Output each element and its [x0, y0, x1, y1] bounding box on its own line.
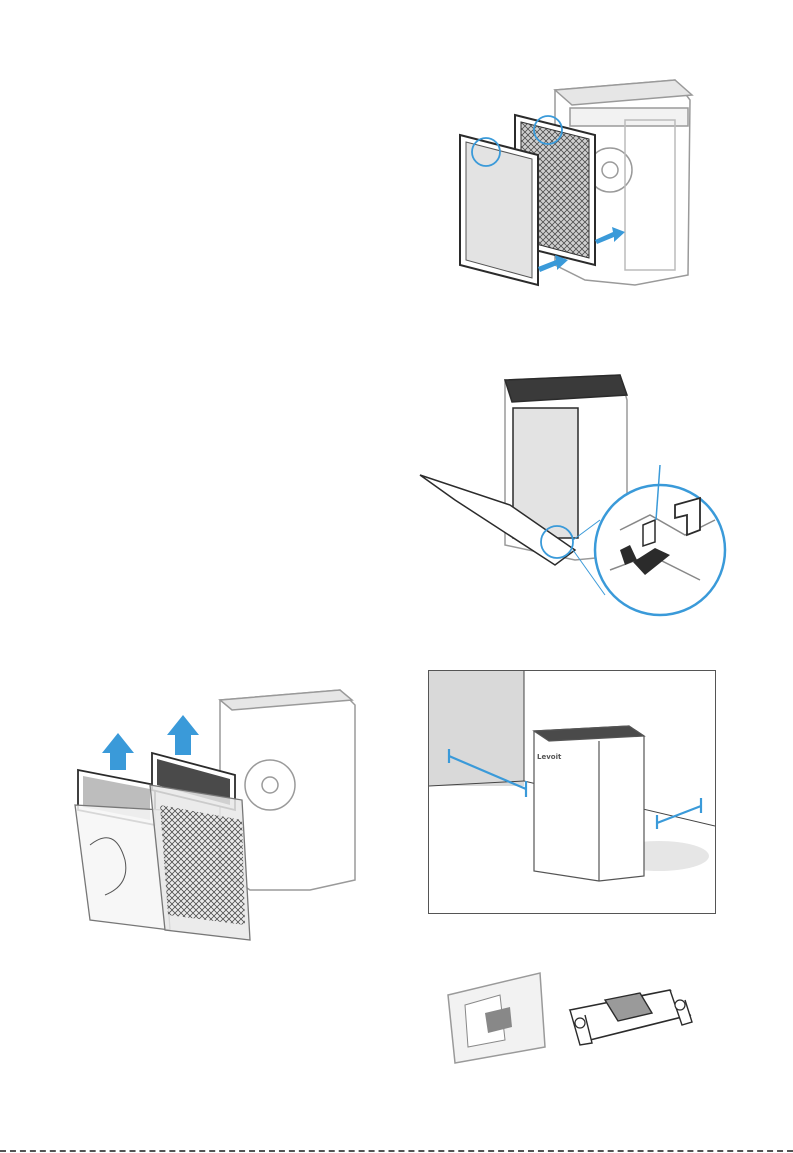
back-cover-hinge-illustration [415, 370, 735, 640]
pad-holder-icon [448, 973, 545, 1063]
purifier-unit: Levoit [534, 726, 644, 881]
hepa-filter [460, 135, 538, 285]
bracket-pad-icon [570, 990, 692, 1045]
accessories-illustration [440, 965, 700, 1065]
room-scene: Levoit [429, 671, 715, 913]
filter-unwrap-illustration [70, 685, 390, 950]
placement-clearance-illustration: Levoit [428, 670, 716, 914]
carbon-filter-in-bag [150, 753, 250, 940]
filter-insert-illustration [420, 60, 710, 300]
brand-logo: Levoit [537, 753, 562, 761]
page-cut-line [0, 1150, 793, 1152]
